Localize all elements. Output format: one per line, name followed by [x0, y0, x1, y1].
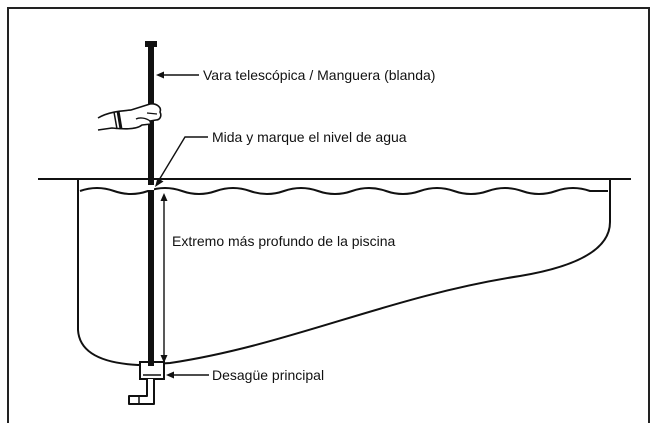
water-level-mark	[148, 185, 154, 190]
telescopic-pole	[148, 46, 154, 366]
water-level-leader	[155, 136, 208, 187]
hand-icon	[97, 103, 162, 131]
pole-leader	[156, 71, 199, 79]
pole-cap	[145, 41, 157, 47]
diagram-frame	[7, 7, 650, 423]
pole-label: Vara telescópica / Manguera (blanda)	[203, 67, 435, 83]
water-surface	[79, 187, 608, 195]
water-level-label: Mida y marque el nivel de agua	[212, 129, 407, 145]
drain-leader	[166, 371, 209, 379]
depth-label: Extremo más profundo de la piscina	[172, 233, 396, 249]
depth-arrow	[160, 193, 168, 363]
drain-label: Desagüe principal	[212, 367, 324, 383]
pool-basin	[77, 179, 611, 367]
main-drain	[128, 361, 165, 405]
